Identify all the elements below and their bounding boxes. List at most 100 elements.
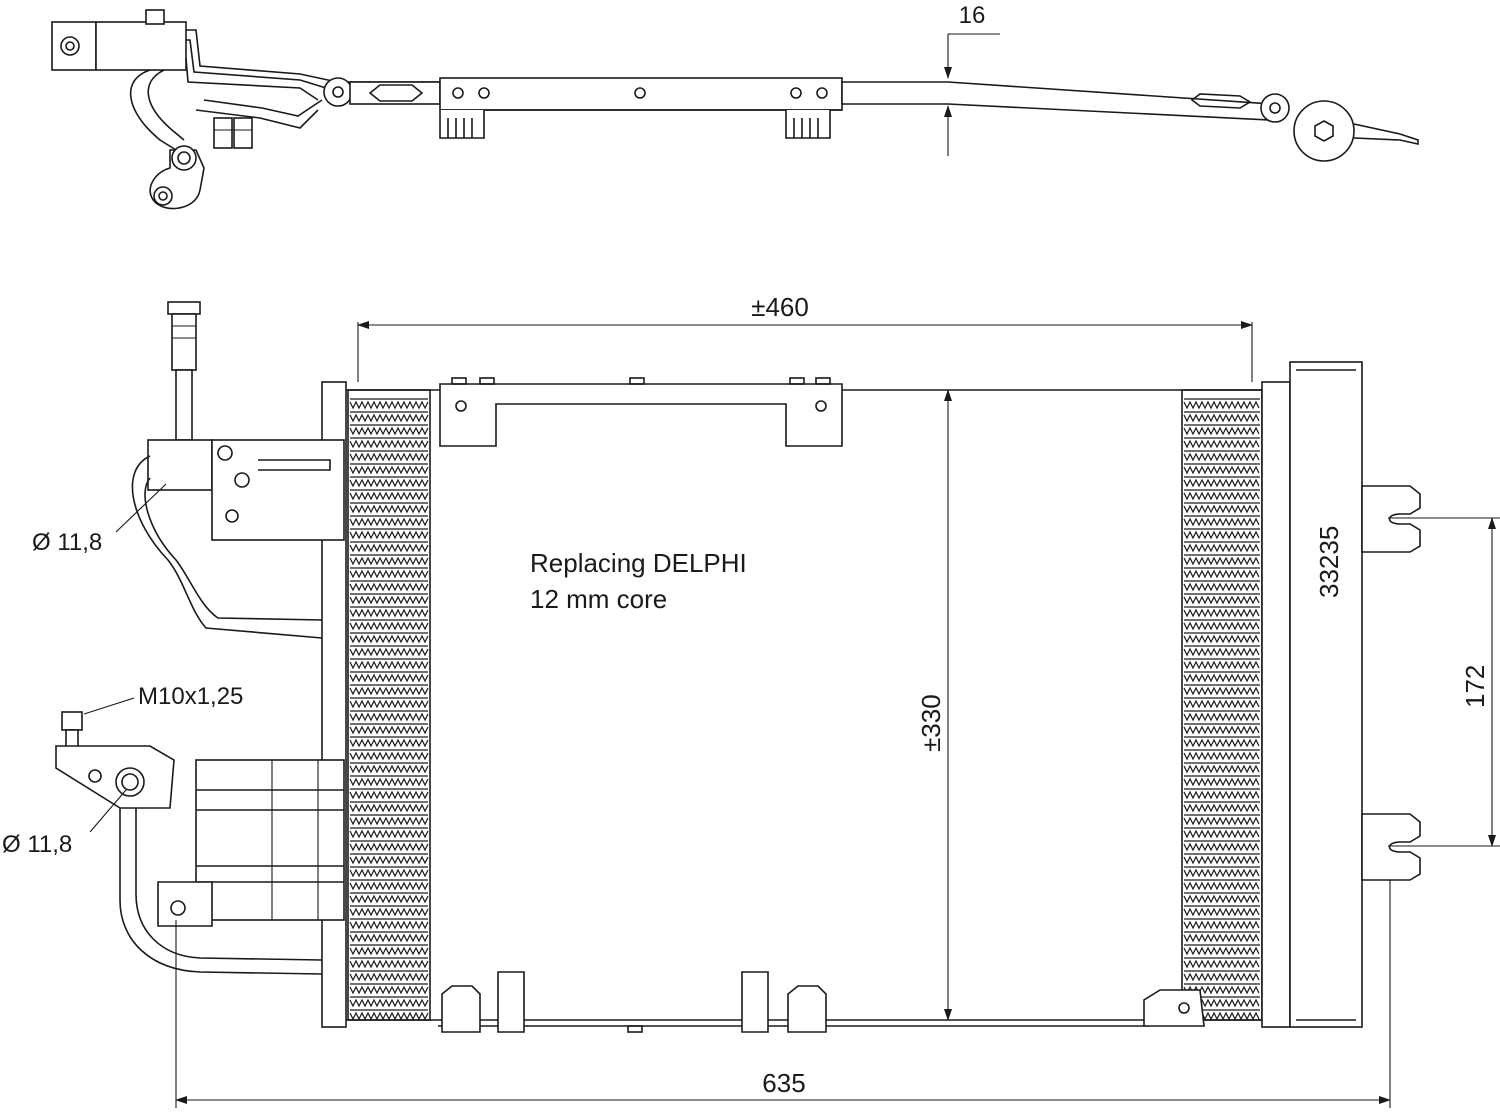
fin-corrugation	[1183, 400, 1260, 410]
top-clamp-nut	[145, 9, 165, 25]
fin-corrugation	[1183, 660, 1260, 670]
fin-corrugation	[349, 647, 429, 657]
lower-flange-plate	[195, 759, 345, 921]
fin-corrugation	[1183, 751, 1260, 761]
fin-corrugation	[1183, 608, 1260, 618]
fin-corrugation	[349, 829, 429, 839]
fin-corrugation	[349, 413, 429, 423]
fin-corrugation	[1183, 530, 1260, 540]
top-fitting-1	[213, 117, 233, 149]
fin-corrugation	[349, 803, 429, 813]
fin-corrugation	[1183, 595, 1260, 605]
fin-corrugation	[1183, 959, 1260, 969]
top-arm-right	[841, 81, 1273, 121]
fin-corrugation	[1183, 543, 1260, 553]
fin-corrugation	[349, 764, 429, 774]
fin-corrugation	[1183, 738, 1260, 748]
upper-pipe-cap	[167, 301, 201, 315]
fin-corrugation	[349, 1011, 429, 1021]
fin-corrugation	[1183, 556, 1260, 566]
fin-corrugation	[349, 777, 429, 787]
fin-corrugation	[1183, 452, 1260, 462]
note-core: 12 mm core	[530, 584, 667, 614]
fin-corrugation	[1183, 621, 1260, 631]
fin-pack-left	[349, 398, 429, 1021]
fin-corrugation	[1183, 842, 1260, 852]
upper-mount-tab	[1361, 485, 1421, 553]
top-center-bar	[439, 77, 843, 111]
fin-corrugation	[349, 452, 429, 462]
lower-right-bracket	[1143, 989, 1205, 1027]
fin-corrugation	[349, 673, 429, 683]
bottom-clip-1	[441, 985, 481, 1033]
fin-corrugation	[349, 621, 429, 631]
fin-corrugation	[1183, 686, 1260, 696]
fin-corrugation	[349, 998, 429, 1008]
top-fitting-2	[233, 117, 253, 149]
upper-pipe-connector	[171, 313, 197, 371]
top-mount-bracket	[439, 383, 843, 447]
lower-small-bracket	[157, 881, 213, 927]
top-pipe-loop	[129, 69, 177, 151]
lower-valve-cap	[61, 711, 83, 731]
right-header-tank	[1261, 381, 1291, 1028]
fin-corrugation	[1183, 920, 1260, 930]
fin-corrugation	[1183, 582, 1260, 592]
top-clamp-bolt	[60, 36, 80, 56]
fin-corrugation	[349, 842, 429, 852]
fin-corrugation	[1183, 816, 1260, 826]
fin-corrugation	[349, 608, 429, 618]
top-clip-left	[439, 110, 485, 139]
fin-corrugation	[349, 530, 429, 540]
fin-corrugation	[1183, 985, 1260, 995]
fin-corrugation	[1183, 855, 1260, 865]
fin-corrugation	[349, 816, 429, 826]
fin-corrugation	[1183, 478, 1260, 488]
upper-vertical-pipe	[175, 369, 193, 441]
fin-corrugation	[349, 907, 429, 917]
fin-corrugation	[349, 426, 429, 436]
top-view: 16	[51, 2, 1419, 210]
fin-corrugation	[1183, 946, 1260, 956]
fin-corrugation	[1183, 517, 1260, 527]
fin-corrugation	[1183, 881, 1260, 891]
fin-corrugation	[1183, 894, 1260, 904]
fin-pack-right	[1183, 398, 1260, 1021]
fin-corrugation	[1183, 439, 1260, 449]
fin-corrugation	[1183, 504, 1260, 514]
top-clip-right	[785, 110, 831, 139]
note-replacing: Replacing DELPHI	[530, 548, 747, 578]
fin-corrugation	[1183, 907, 1260, 917]
upper-flange-plate	[211, 439, 345, 541]
fin-corrugation	[349, 686, 429, 696]
part-number: 33235	[1314, 526, 1344, 598]
dim-460-label: ±460	[751, 292, 809, 322]
fin-corrugation	[349, 751, 429, 761]
dim-635-label: 635	[762, 1068, 805, 1098]
fin-corrugation	[1183, 634, 1260, 644]
top-right-pulley	[1260, 93, 1290, 123]
bottom-clip-3	[741, 971, 769, 1033]
top-wire	[1353, 123, 1419, 145]
fin-corrugation	[1183, 790, 1260, 800]
fin-corrugation	[349, 556, 429, 566]
fin-corrugation	[349, 946, 429, 956]
fin-corrugation	[349, 894, 429, 904]
fin-corrugation	[1183, 647, 1260, 657]
dim-16-label: 16	[959, 2, 986, 29]
fin-corrugation	[349, 933, 429, 943]
fin-corrugation	[349, 478, 429, 488]
dim-172-label: 172	[1460, 665, 1490, 708]
fin-corrugation	[1183, 933, 1260, 943]
top-right-mount	[1293, 100, 1355, 162]
bottom-clip-4	[787, 985, 827, 1033]
fin-corrugation	[349, 790, 429, 800]
fin-corrugation	[1183, 491, 1260, 501]
fin-corrugation	[349, 491, 429, 501]
fin-corrugation	[349, 738, 429, 748]
fin-corrugation	[349, 400, 429, 410]
hex-nut-icon	[1314, 120, 1334, 142]
top-clamp-body	[95, 21, 187, 71]
fin-corrugation	[349, 855, 429, 865]
